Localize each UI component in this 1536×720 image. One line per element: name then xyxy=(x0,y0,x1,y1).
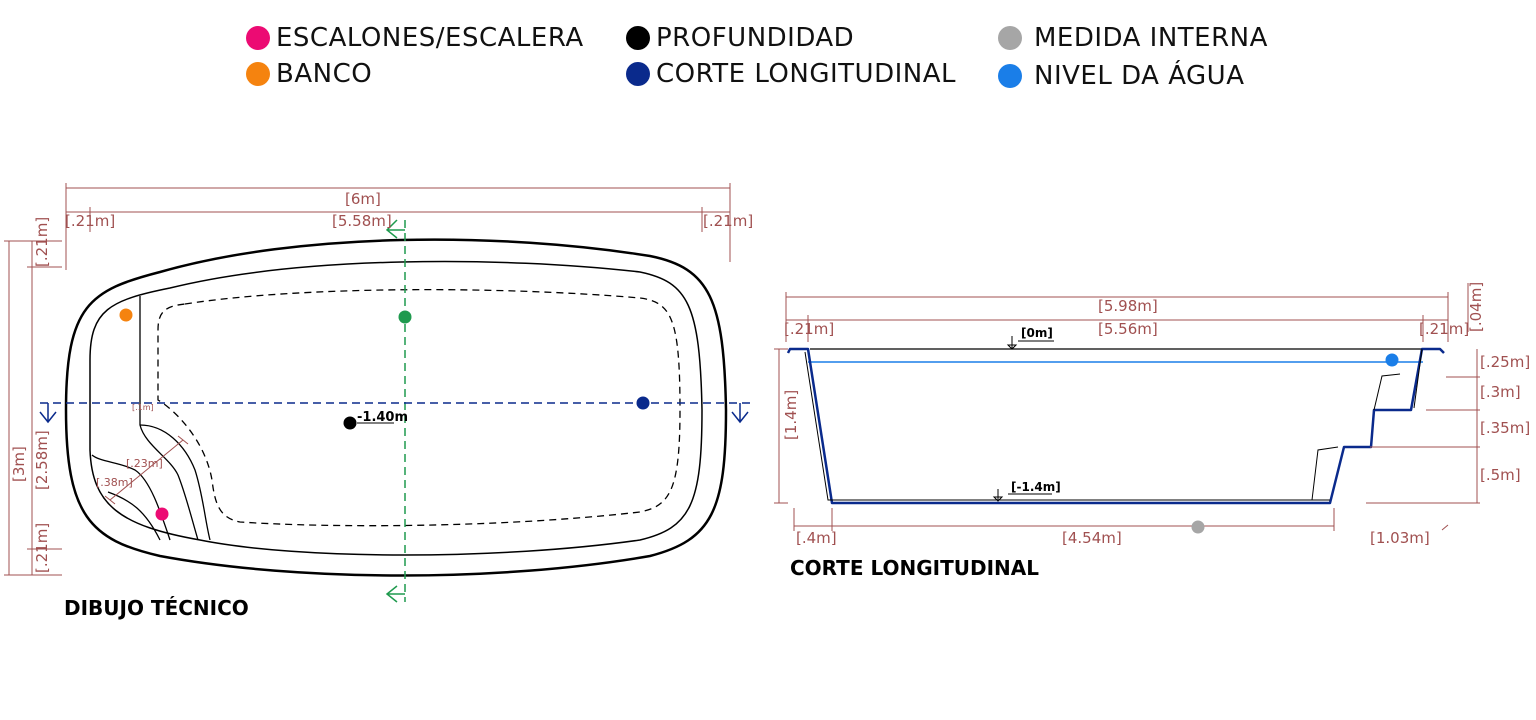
section-step3: [.35m] xyxy=(1480,419,1530,437)
step-line-2 xyxy=(107,491,161,541)
section-rim-left: [.21m] xyxy=(784,320,834,338)
top-level-mark-icon xyxy=(1006,336,1018,350)
cut-arrow-left-icon xyxy=(39,403,57,424)
step-profile-lines xyxy=(1311,348,1423,501)
section-depth-dim-lines xyxy=(774,348,788,504)
cut-arrow-bottom-icon xyxy=(385,585,405,603)
section-inner-length: [5.56m] xyxy=(1098,320,1158,338)
plan-rim-right: [.21m] xyxy=(703,212,753,230)
legend-item-internal-measure: MEDIDA INTERNA xyxy=(998,23,1268,53)
section-bottom-dim-lines xyxy=(793,508,1449,531)
legend-label: MEDIDA INTERNA xyxy=(1034,23,1268,53)
legend-item-water-level: NIVEL DA ÁGUA xyxy=(998,61,1245,91)
plan-total-width: [3m] xyxy=(10,446,28,482)
section-level-top: [0m] xyxy=(1021,326,1053,340)
cut-arrow-right-icon xyxy=(731,403,749,424)
plan-depth-label: -1.40m xyxy=(357,410,408,425)
section-total-length: [5.98m] xyxy=(1098,297,1158,315)
pool-outer-outline xyxy=(64,238,728,577)
section-step-dim-lines xyxy=(1366,349,1480,504)
legend-label: BANCO xyxy=(276,59,373,89)
cross-cut-marker xyxy=(398,310,412,324)
plan-title: DIBUJO TÉCNICO xyxy=(64,596,249,620)
section-bottom-right: [1.03m] xyxy=(1370,529,1430,547)
bench-edge-line xyxy=(139,296,199,541)
stairs-color-swatch xyxy=(246,26,270,50)
legend-item-depth: PROFUNDIDAD xyxy=(626,23,854,53)
section-lip: [.04m] xyxy=(1467,282,1485,332)
pool-floor-outline xyxy=(157,288,681,527)
plan-total-length: [6m] xyxy=(345,190,381,208)
stairs-marker xyxy=(155,507,169,521)
section-top-dim-lines xyxy=(785,283,1469,342)
pool-inner-outline xyxy=(89,260,703,556)
legend-label: PROFUNDIDAD xyxy=(656,23,855,53)
bench-marker xyxy=(119,308,133,322)
legend-item-bench: BANCO xyxy=(246,59,372,89)
plan-rim-bottom: [.21m] xyxy=(33,523,51,573)
section-step4: [.5m] xyxy=(1480,466,1521,484)
legend-label: NIVEL DA ÁGUA xyxy=(1034,61,1245,91)
section-title: CORTE LONGITUDINAL xyxy=(790,556,1039,580)
plan-inner-length: [5.58m] xyxy=(332,212,392,230)
legend-label: CORTE LONGITUDINAL xyxy=(656,59,956,89)
plan-step-c: [.1m] xyxy=(132,403,154,412)
plan-view: -1.40m [6m] [5.58m] [.21m] [.21m] [3m] [… xyxy=(4,183,753,603)
legend-item-stairs: ESCALONES/ESCALERA xyxy=(246,23,584,53)
section-step1: [.25m] xyxy=(1480,353,1530,371)
cut-arrow-top-icon xyxy=(385,219,405,239)
pool-section-inner xyxy=(804,351,1330,501)
plan-inner-width: [2.58m] xyxy=(33,430,51,490)
depth-marker xyxy=(343,416,357,430)
plan-horizontal-dim-lines xyxy=(65,183,731,270)
step-dim-lines xyxy=(104,435,189,505)
pool-section-shell xyxy=(786,347,1445,505)
section-view: [0m] [-1.4m] [5.98m] [5.56m] [.21m] [.21… xyxy=(774,282,1530,547)
plan-vertical-dim-lines xyxy=(4,240,62,576)
section-step2: [.3m] xyxy=(1480,383,1521,401)
section-bottom-left: [.4m] xyxy=(796,529,837,547)
section-marker xyxy=(636,396,650,410)
section-color-swatch xyxy=(626,62,650,86)
bottom-level-mark-icon xyxy=(992,489,1004,502)
section-level-bottom: [-1.4m] xyxy=(1011,480,1061,494)
section-bottom-floor: [4.54m] xyxy=(1062,529,1122,547)
plan-rim-left: [.21m] xyxy=(65,212,115,230)
bench-color-swatch xyxy=(246,62,270,86)
water-level-color-swatch xyxy=(998,64,1022,88)
legend-item-section: CORTE LONGITUDINAL xyxy=(626,59,956,89)
plan-step-b: [.38m] xyxy=(96,476,133,489)
section-depth: [1.4m] xyxy=(782,390,800,440)
internal-measure-color-swatch xyxy=(998,26,1022,50)
water-level-marker xyxy=(1385,353,1399,367)
depth-color-swatch xyxy=(626,26,650,50)
plan-step-a: [.23m] xyxy=(126,457,163,470)
section-rim-right: [.21m] xyxy=(1419,320,1469,338)
plan-rim-top: [.21m] xyxy=(33,217,51,267)
legend-label: ESCALONES/ESCALERA xyxy=(276,23,584,53)
internal-measure-marker xyxy=(1191,520,1205,534)
step-line-3 xyxy=(139,424,211,541)
